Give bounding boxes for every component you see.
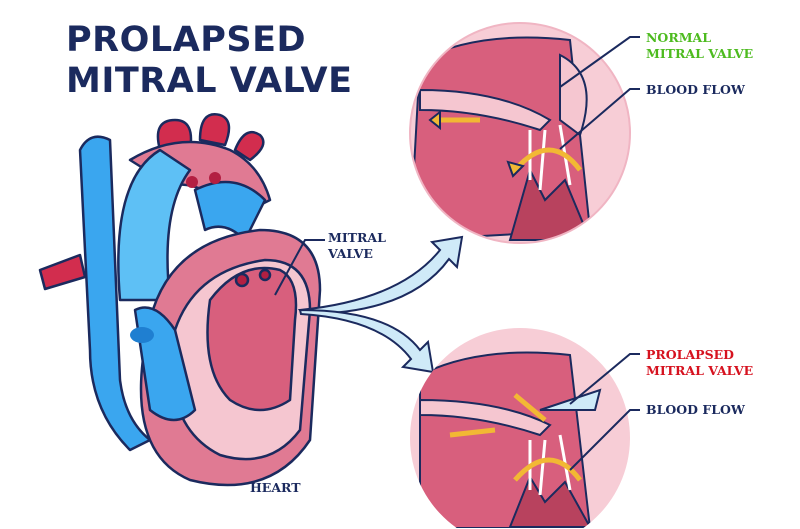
title-line-2: MITRAL VALVE (66, 61, 353, 101)
arrow-to-prolapsed (298, 308, 435, 374)
mitral-valve-line-2: VALVE (328, 246, 373, 261)
normal-valve-label: NORMAL MITRAL VALVE (646, 30, 753, 62)
prolapsed-blood-flow-label: BLOOD FLOW (646, 402, 745, 417)
page-title: PROLAPSED MITRAL VALVE (66, 20, 353, 102)
prolapsed-line-2: MITRAL VALVE (646, 363, 754, 378)
prolapsed-valve-label: PROLAPSED MITRAL VALVE (646, 347, 753, 379)
prolapsed-line-1: PROLAPSED (646, 347, 734, 362)
leader-lines (274, 36, 640, 471)
normal-blood-flow-label: BLOOD FLOW (646, 82, 745, 97)
normal-line-1: NORMAL (646, 30, 712, 45)
title-line-1: PROLAPSED (66, 20, 307, 60)
normal-line-2: MITRAL VALVE (646, 46, 754, 61)
mitral-valve-label: MITRAL VALVE (328, 230, 386, 262)
heart-illustration (38, 113, 322, 487)
normal-valve-closeup (409, 22, 631, 244)
heart-label: HEART (250, 480, 301, 495)
mitral-valve-line-1: MITRAL (328, 230, 386, 245)
arrow-to-normal (297, 235, 464, 316)
prolapsed-valve-closeup (409, 327, 630, 528)
